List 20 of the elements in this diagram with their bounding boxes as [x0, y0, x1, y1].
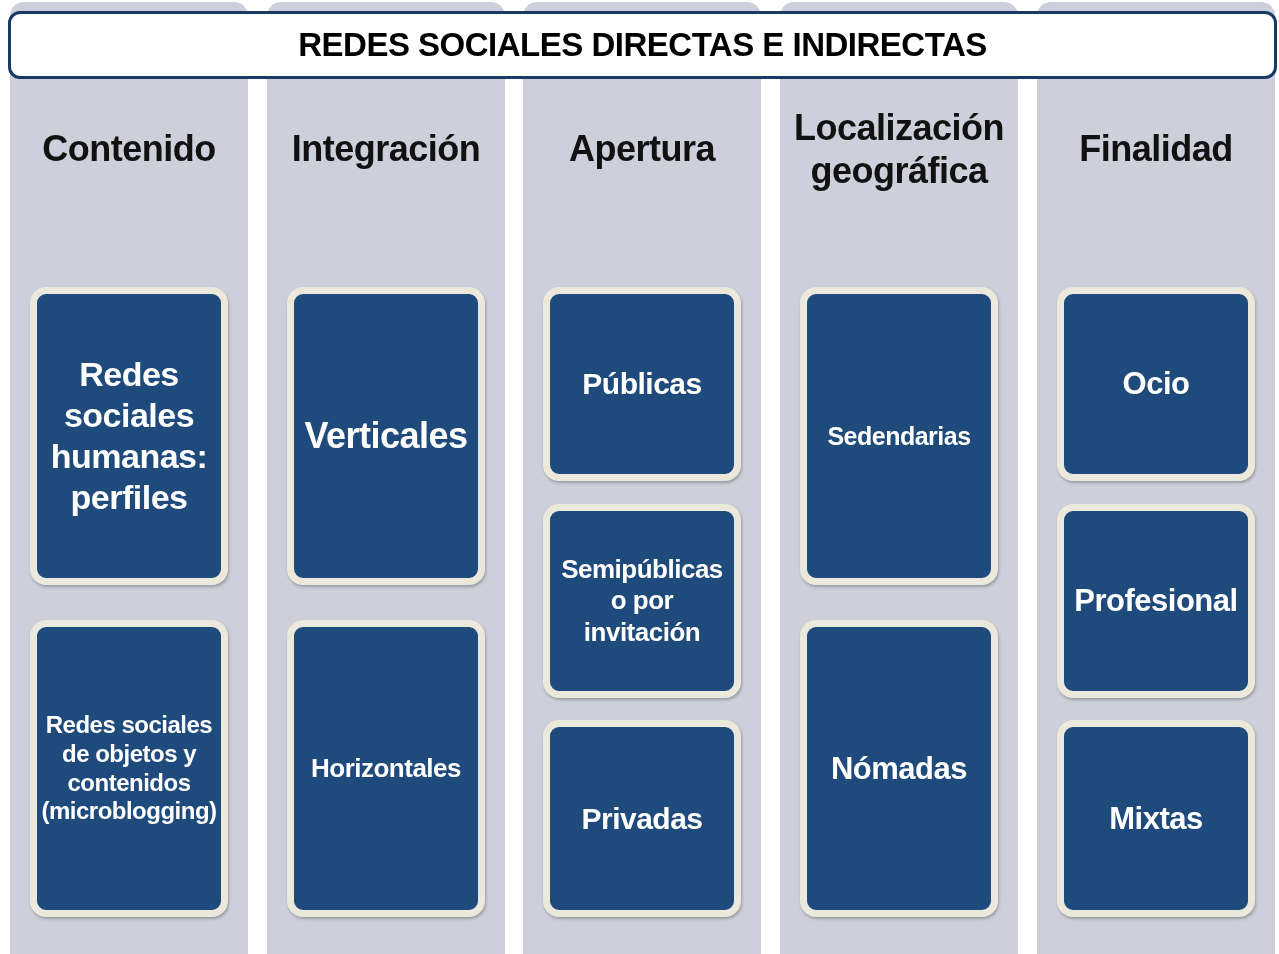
- subcategory-card: Profesional: [1057, 504, 1255, 698]
- subcategory-card: Sedendarias: [800, 287, 998, 585]
- subcategory-card: Verticales: [287, 287, 485, 585]
- category-column: [1037, 2, 1275, 954]
- subcategory-card: Nómadas: [800, 620, 998, 917]
- subcategory-card: Mixtas: [1057, 720, 1255, 917]
- subcategory-card: Horizontales: [287, 620, 485, 917]
- column-heading: Finalidad: [1079, 127, 1233, 171]
- column-heading: Integración: [291, 127, 481, 171]
- column-heading: Apertura: [569, 127, 715, 171]
- category-column: [10, 2, 248, 954]
- title-banner: REDES SOCIALES DIRECTAS E INDIRECTAS: [8, 11, 1277, 79]
- subcategory-card: Redes sociales de objetos y contenidos (microblogging): [30, 620, 228, 917]
- subcategory-card: Ocio: [1057, 287, 1255, 481]
- subcategory-card: Privadas: [543, 720, 741, 917]
- column-heading: Localización geográfica: [792, 105, 1006, 193]
- subcategory-card: Semipúblicas o por invitación: [543, 504, 741, 698]
- subcategory-card: Redes sociales humanas: perfiles: [30, 287, 228, 585]
- subcategory-card: Públicas: [543, 287, 741, 481]
- column-heading: Contenido: [42, 127, 216, 171]
